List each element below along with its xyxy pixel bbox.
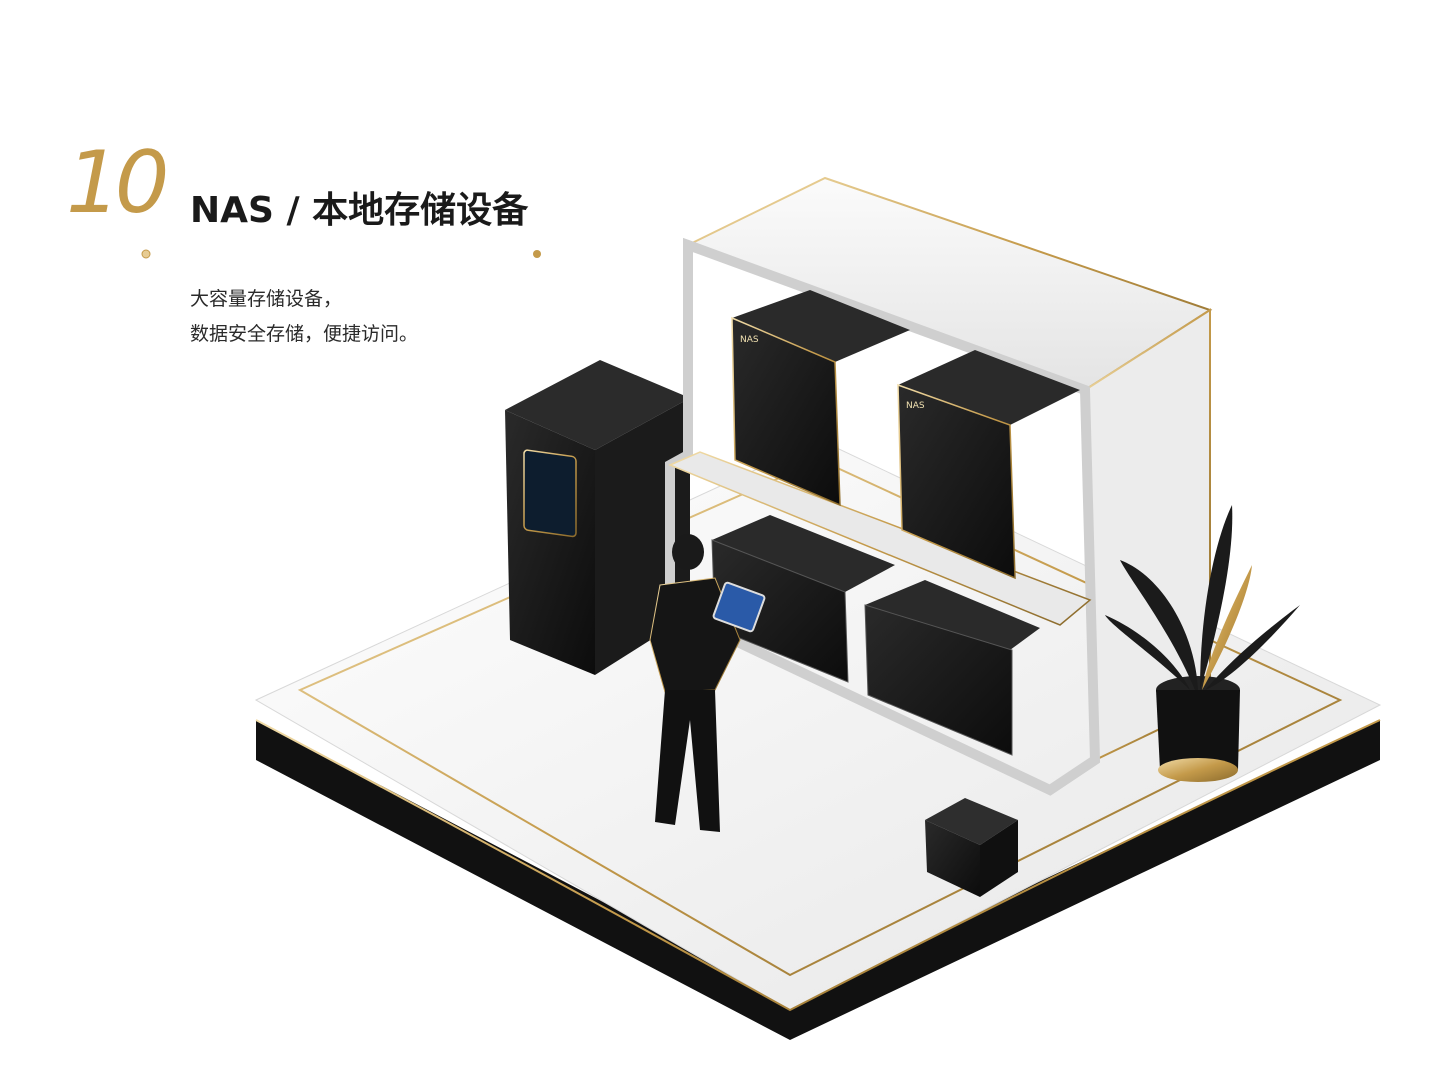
section-title: NAS / 本地存储设备 [190,190,529,231]
title-divider [76,249,541,259]
tablet-device [712,581,766,633]
description-line-2: 数据安全存储，便捷访问。 [190,323,419,345]
description-line-1: 大容量存储设备， [190,288,343,310]
potted-plant [1105,505,1300,782]
small-cube [925,798,1018,897]
nas-label-2: NAS [906,401,925,411]
technician-person [649,534,766,832]
nas-unit-1: NAS [731,290,910,507]
section-number: 10 [66,133,169,233]
rack-units-right [864,580,1040,756]
section-description: 大容量存储设备， 数据安全存储，便捷访问。 [190,282,418,352]
nas-label: NAS [740,335,759,345]
nas-unit-2: NAS [897,350,1080,580]
